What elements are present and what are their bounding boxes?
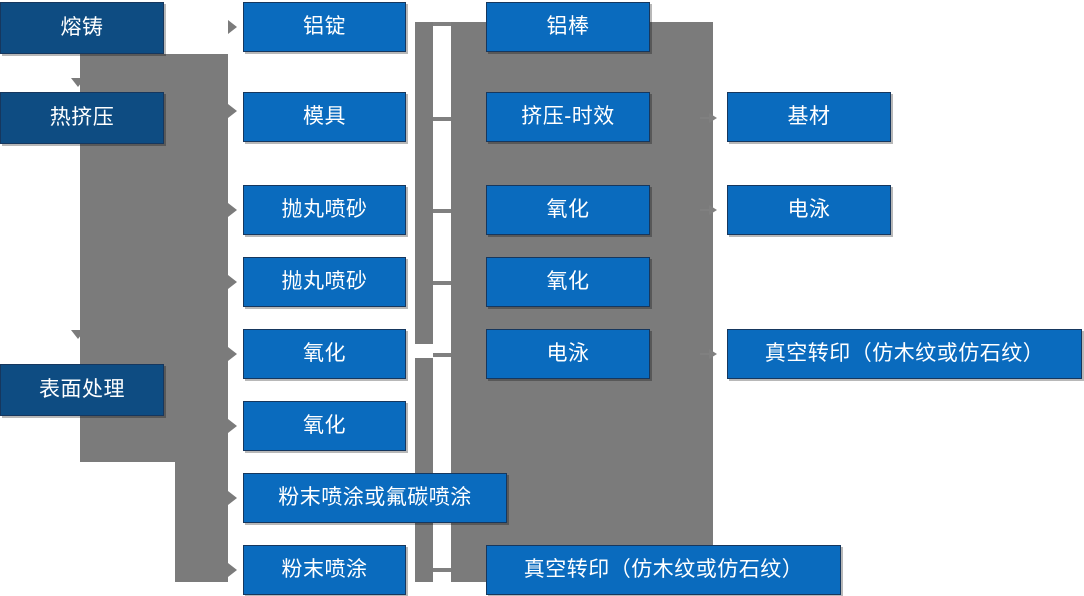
- connector-tooth-6: [433, 568, 451, 572]
- stage-box-melt-cast[interactable]: 熔铸: [0, 2, 164, 54]
- connector-arrowhead-step1-4: [228, 275, 237, 289]
- output-arrow-head-2: [709, 205, 717, 215]
- output-box-electrophoresis[interactable]: 电泳: [727, 185, 891, 235]
- connector-tooth-1: [433, 22, 451, 26]
- connector-arrowhead-step1-7: [228, 491, 237, 505]
- step1-box-aluminum-ingot[interactable]: 铝锭: [243, 2, 406, 52]
- output-box-base-material[interactable]: 基材: [727, 92, 891, 142]
- output-arrow-line-3: [700, 353, 714, 355]
- connector-arrow-down-extrusion-to-surface: [71, 330, 85, 339]
- connector-comb-bar-lower: [415, 358, 433, 582]
- connector-tooth-5: [433, 353, 451, 357]
- step1-box-oxidation-1[interactable]: 氧化: [243, 329, 406, 379]
- step1-box-powder-or-pvdf-coating[interactable]: 粉末喷涂或氟碳喷涂: [243, 473, 507, 523]
- connector-stage-trunk-lower: [175, 54, 228, 582]
- connector-arrow-down-melt-to-extrusion: [71, 78, 85, 87]
- connector-arrowhead-step1-2: [228, 104, 237, 118]
- step1-box-shot-blasting-2[interactable]: 抛丸喷砂: [243, 257, 406, 307]
- output-arrow-line-1: [700, 117, 714, 119]
- step2-box-oxidation-1[interactable]: 氧化: [486, 185, 650, 235]
- connector-tooth-2: [433, 117, 451, 121]
- step1-box-shot-blasting-1[interactable]: 抛丸喷砂: [243, 185, 406, 235]
- connector-arrowhead-step1-5: [228, 347, 237, 361]
- step2-box-extrusion-aging[interactable]: 挤压-时效: [486, 92, 650, 142]
- output-arrow-head-3: [709, 349, 717, 359]
- connector-arrowhead-step1-6: [228, 419, 237, 433]
- connector-arrowhead-step1-8: [228, 563, 237, 577]
- output-box-vacuum-transfer-printing[interactable]: 真空转印（仿木纹或仿石纹）: [727, 329, 1082, 379]
- stage-box-surface-treatment[interactable]: 表面处理: [0, 364, 164, 416]
- connector-tooth-3: [433, 209, 451, 213]
- output-arrow-head-1: [709, 113, 717, 123]
- step1-box-mold[interactable]: 模具: [243, 92, 406, 142]
- output-arrow-line-2: [700, 209, 714, 211]
- connector-tooth-4: [433, 281, 451, 285]
- connector-comb-bar-upper: [415, 22, 433, 344]
- stage-box-hot-extrusion[interactable]: 热挤压: [0, 92, 164, 144]
- step2-box-vacuum-transfer-printing[interactable]: 真空转印（仿木纹或仿石纹）: [486, 545, 841, 595]
- step2-box-aluminum-bar[interactable]: 铝棒: [486, 2, 650, 52]
- step1-box-powder-coating[interactable]: 粉末喷涂: [243, 545, 406, 595]
- step1-box-oxidation-2[interactable]: 氧化: [243, 401, 406, 451]
- connector-arrowhead-step1-3: [228, 203, 237, 217]
- connector-arrowhead-step1-1: [228, 20, 237, 34]
- step2-box-electrophoresis[interactable]: 电泳: [486, 329, 650, 379]
- step2-box-oxidation-2[interactable]: 氧化: [486, 257, 650, 307]
